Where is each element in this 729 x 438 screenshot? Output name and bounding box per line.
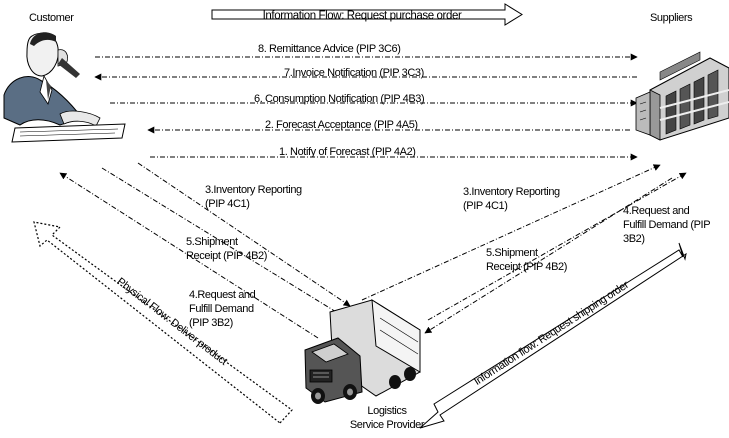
diag-arrow-right-1 bbox=[361, 164, 661, 301]
msg-label-7-invoice: 7.Invoice Notification (PIP 3C3) bbox=[284, 67, 424, 79]
diag-arrow-left-3 bbox=[137, 162, 351, 307]
logistics-label: Logistics Service Provider bbox=[349, 405, 425, 431]
top-information-flow-arrow bbox=[211, 3, 523, 26]
top-arrow-label: Information Flow: Request purchase order bbox=[263, 10, 462, 22]
shipping-flow-label: Information flow: Request shipping order bbox=[472, 279, 631, 388]
diag-arrow-left-1 bbox=[59, 172, 319, 339]
logistics-truck-icon bbox=[304, 299, 421, 404]
diag-arrow-left-2 bbox=[101, 167, 347, 319]
msg-label-2-forecast-acceptance: 2. Forecast Acceptance (PIP 4A5) bbox=[265, 119, 418, 131]
diag-arrow-right-2 bbox=[424, 177, 673, 334]
msg-label-6-consumption: 6. Consumption Notification (PIP 4B3) bbox=[254, 93, 425, 105]
customer-person-icon bbox=[3, 32, 126, 143]
customer-label: Customer bbox=[29, 12, 74, 24]
physical-flow-arrow bbox=[33, 221, 293, 424]
left-msg-label-inventory: 3.Inventory Reporting (PIP 4C1) bbox=[205, 184, 302, 210]
left-msg-label-request: 4.Request and Fulfill Demand (PIP 3B2) bbox=[189, 289, 256, 329]
right-msg-label-shipment: 5.Shipment Receipt (PIP 4B2) bbox=[486, 247, 568, 273]
shipping-flow-arrow bbox=[419, 242, 687, 429]
right-msg-label-request: 4.Request and Fulfill Demand (PIP 3B2) bbox=[623, 205, 711, 245]
left-msg-label-shipment: 5.Shipment Receipt (PIP 4B2) bbox=[186, 236, 268, 262]
msg-label-1-notify-forecast: 1. Notify of Forecast (PIP 4A2) bbox=[279, 146, 416, 158]
diag-arrow-right-3 bbox=[427, 172, 687, 321]
suppliers-building-icon bbox=[635, 51, 729, 141]
msg-label-8-remittance: 8. Remittance Advice (PIP 3C6) bbox=[258, 43, 401, 55]
right-msg-label-inventory: 3.Inventory Reporting (PIP 4C1) bbox=[463, 186, 560, 212]
suppliers-label: Suppliers bbox=[650, 12, 693, 24]
